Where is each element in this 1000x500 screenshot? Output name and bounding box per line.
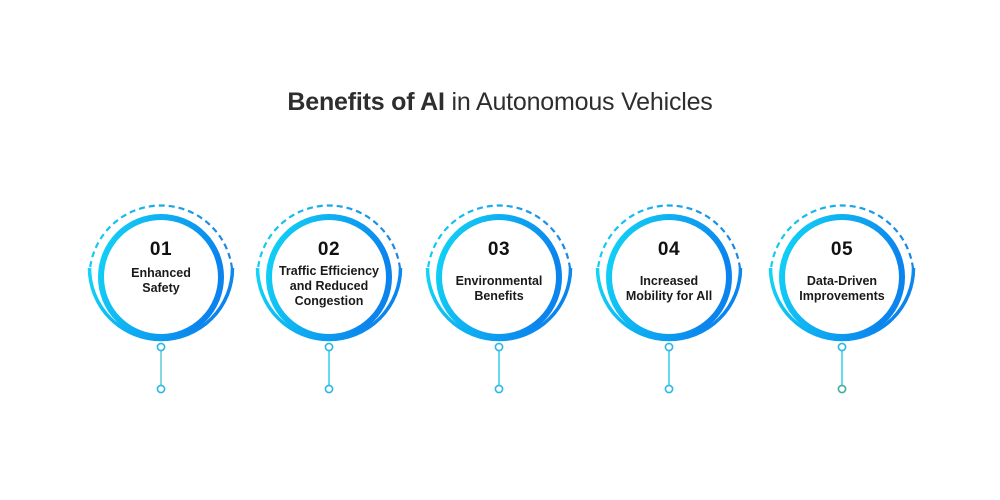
step-label: Traffic Efficiency and Reduced Congestio… <box>265 264 393 309</box>
inner-ring <box>266 214 392 340</box>
inner-ring <box>606 214 732 340</box>
step-label-line: Safety <box>142 281 180 295</box>
step-3-graphic <box>425 204 573 394</box>
step-label: Increased Mobility for All <box>605 274 733 304</box>
page-title: Benefits of AI in Autonomous Vehicles <box>0 88 1000 117</box>
step-label: Environmental Benefits <box>435 274 563 304</box>
dashed-arc <box>256 204 402 278</box>
step-label-line: Environmental <box>455 274 543 288</box>
step-1-graphic <box>87 204 235 394</box>
step-3: 03 Environmental Benefits <box>439 217 559 337</box>
node-top <box>156 342 166 352</box>
node-top <box>664 342 674 352</box>
node-top <box>324 342 334 352</box>
node-top <box>837 342 847 352</box>
inner-ring <box>436 214 562 340</box>
step-2: 02 Traffic Efficiency and Reduced Conges… <box>269 217 389 337</box>
node-bottom <box>156 384 166 394</box>
step-5-graphic <box>768 204 916 394</box>
title-bold: Benefits of AI <box>287 88 445 116</box>
step-label-line: Improvements <box>799 289 885 303</box>
step-4: 04 Increased Mobility for All <box>609 217 729 337</box>
node-bottom <box>664 384 674 394</box>
node-bottom <box>494 384 504 394</box>
dashed-arc <box>88 204 234 278</box>
step-label-line: Benefits <box>474 289 524 303</box>
step-label-line: Mobility for All <box>625 289 713 303</box>
dashed-arc <box>769 204 915 278</box>
inner-ring <box>98 214 224 340</box>
step-label-line: Increased <box>639 274 699 288</box>
step-label-line: Enhanced <box>131 266 191 280</box>
title-light: in Autonomous Vehicles <box>444 88 713 116</box>
dashed-arc <box>426 204 572 278</box>
step-label-line: Traffic Efficiency <box>278 264 380 278</box>
step-number: 01 <box>149 239 173 260</box>
step-number: 03 <box>487 239 511 260</box>
step-number: 04 <box>657 239 681 260</box>
step-5: 05 Data-Driven Improvements <box>782 217 902 337</box>
step-label-line: and Reduced <box>289 279 369 293</box>
step-number: 02 <box>317 239 341 260</box>
step-1: 01 Enhanced Safety <box>101 217 221 337</box>
step-label: Data-Driven Improvements <box>778 274 906 304</box>
inner-ring <box>779 214 905 340</box>
step-2-graphic <box>255 204 403 394</box>
step-label: Enhanced Safety <box>97 266 225 296</box>
node-bottom <box>324 384 334 394</box>
node-top <box>494 342 504 352</box>
step-label-line: Data-Driven <box>806 274 878 288</box>
step-4-graphic <box>595 204 743 394</box>
node-bottom <box>837 384 847 394</box>
dashed-arc <box>596 204 742 278</box>
step-label-line: Congestion <box>294 294 364 308</box>
step-number: 05 <box>830 239 854 260</box>
